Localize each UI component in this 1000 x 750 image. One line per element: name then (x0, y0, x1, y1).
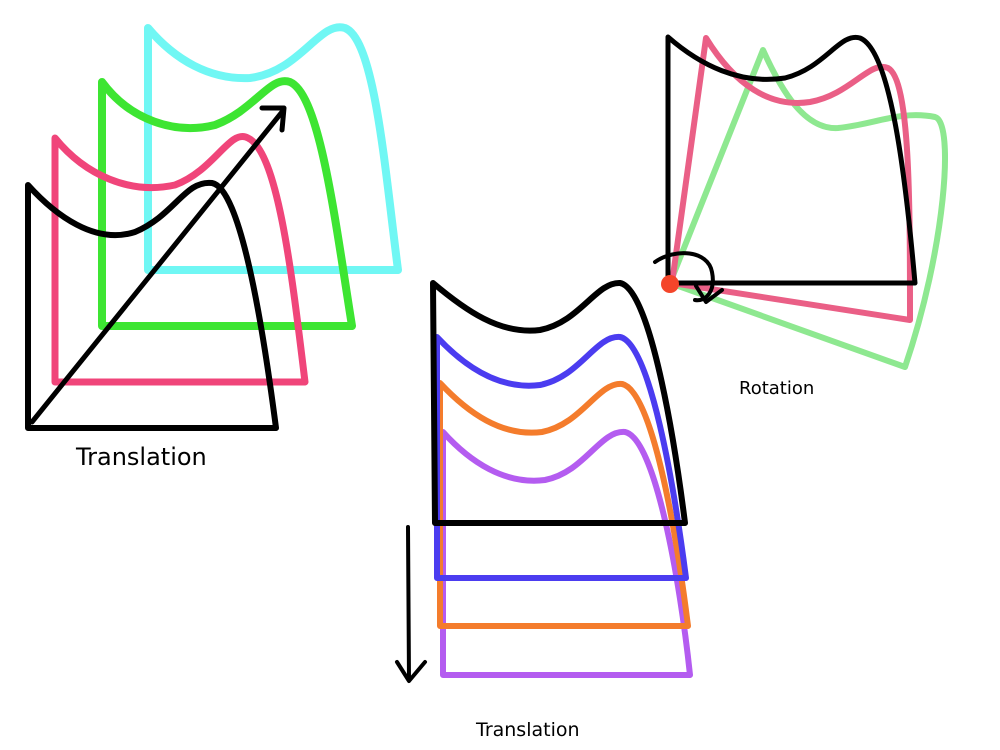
vertical-shape-blue (434, 334, 689, 581)
diagonal-arrow-head (259, 105, 287, 133)
vertical-shape-orange (437, 380, 691, 629)
vertical-arrow-head (395, 660, 427, 683)
vertical-arrow-shaft (406, 525, 411, 682)
vertical-translation-group: Translation (395, 279, 693, 741)
rotation-group: Rotation (653, 34, 948, 399)
shape-pink (51, 133, 309, 386)
diagonal-translation-group: Translation (25, 23, 402, 471)
vertical-shape-purple (440, 429, 693, 678)
rotation-shape-black (665, 34, 918, 286)
vertical-shape-black (430, 279, 688, 526)
shape-green (98, 77, 356, 330)
translation-label-diagonal: Translation (75, 443, 207, 471)
diagonal-arrow-shaft (29, 109, 285, 425)
rotation-pivot-point (661, 275, 679, 293)
translation-label-vertical: Translation (475, 719, 580, 741)
shape-cyan (144, 23, 402, 274)
rotation-label: Rotation (739, 378, 814, 399)
rotation-arrow-head (694, 284, 724, 304)
rotation-shape-pink (669, 35, 913, 323)
shape-black (25, 179, 279, 431)
